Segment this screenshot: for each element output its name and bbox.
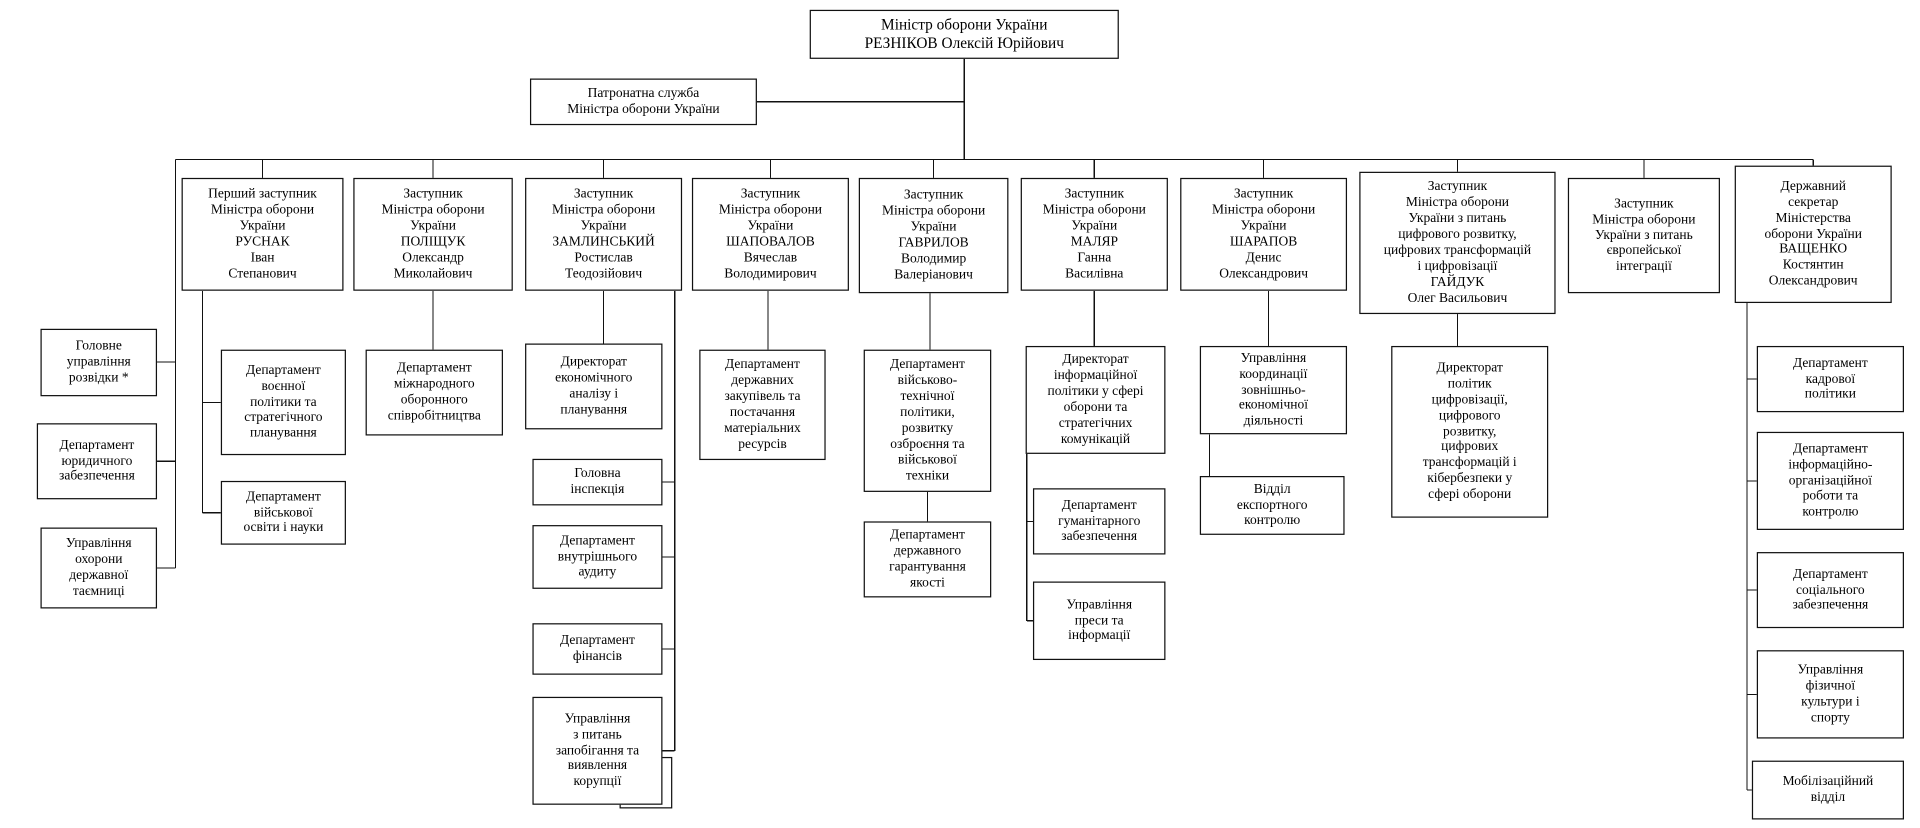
node-deputy-zamlynskyi: Заступник Міністра оборони України ЗАМЛИ… (525, 177, 683, 291)
node-dep-intl-cooperation: Департамент міжнародного оборонного спів… (365, 349, 503, 436)
node-anticorruption-unit: Управління з питань запобігання та виявл… (532, 696, 663, 805)
node-dep-military-policy: Департамент воєнної політики та стратегі… (220, 349, 346, 456)
node-deputy-rusnak: Перший заступник Міністра оборони Україн… (181, 177, 344, 291)
node-deputy-maliar: Заступник Міністра оборони України МАЛЯР… (1020, 177, 1168, 291)
node-dep-info-org-work: Департамент інформаційно- організаційної… (1756, 431, 1904, 530)
node-press-info-unit: Управління преси та інформації (1032, 581, 1166, 661)
node-minister: Міністр оборони України РЕЗНІКОВ Олексій… (809, 9, 1119, 59)
node-deputy-eu-integration: Заступник Міністра оборони України з пит… (1567, 177, 1720, 294)
node-deputy-havrylov: Заступник Міністра оборони України ГАВРИ… (858, 177, 1009, 294)
node-dep-miltech-policy: Департамент військово- технічної політик… (863, 349, 992, 492)
node-dir-economic-analysis: Директорат економічного аналізу і планув… (525, 343, 663, 430)
node-deputy-haiduk: Заступник Міністра оборони України з пит… (1359, 171, 1556, 315)
node-state-secretary: Державний секретар Міністерства оборони … (1734, 165, 1892, 304)
node-patronage-service: Патронатна служба Міністра оборони Украї… (529, 78, 757, 126)
node-dep-humanitarian: Департамент гуманітарного забезпечення (1032, 488, 1166, 555)
node-dep-finance: Департамент фінансів (532, 623, 663, 675)
node-mobilization-unit: Мобілізаційний відділ (1751, 760, 1904, 820)
node-deputy-shapovalov: Заступник Міністра оборони України ШАПОВ… (691, 177, 849, 291)
node-deputy-polishchuk: Заступник Міністра оборони України ПОЛІЩ… (353, 177, 513, 291)
node-deputy-sharapov: Заступник Міністра оборони України ШАРАП… (1180, 177, 1348, 291)
node-dep-social-support: Департамент соціального забезпечення (1756, 552, 1904, 629)
node-dep-hr-policy: Департамент кадрової політики (1756, 345, 1904, 413)
node-intel-directorate: Головне управління розвідки * (40, 328, 158, 397)
node-dep-procurement: Департамент державних закупівель та пост… (699, 349, 826, 461)
node-physical-culture-unit: Управління фізичної культури і спорту (1756, 650, 1904, 739)
node-dep-quality-assurance: Департамент державного гарантування якос… (863, 521, 992, 598)
node-dep-military-education: Департамент військової освіти і науки (220, 480, 346, 545)
node-foreign-economic-unit: Управління координації зовнішньо- економ… (1199, 345, 1348, 435)
node-dir-digital-policy: Директорат політик цифровізації, цифрово… (1391, 345, 1549, 518)
node-main-inspection: Головна інспекція (532, 458, 663, 506)
node-dir-info-policy: Директорат інформаційної політики у сфер… (1025, 345, 1166, 454)
node-state-secrets-unit: Управління охорони державної таємниці (40, 527, 158, 609)
node-export-control-unit: Відділ експортного контролю (1199, 475, 1345, 535)
node-legal-department: Департамент юридичного забезпечення (36, 423, 158, 500)
node-dep-internal-audit: Департамент внутрішнього аудиту (532, 525, 663, 589)
